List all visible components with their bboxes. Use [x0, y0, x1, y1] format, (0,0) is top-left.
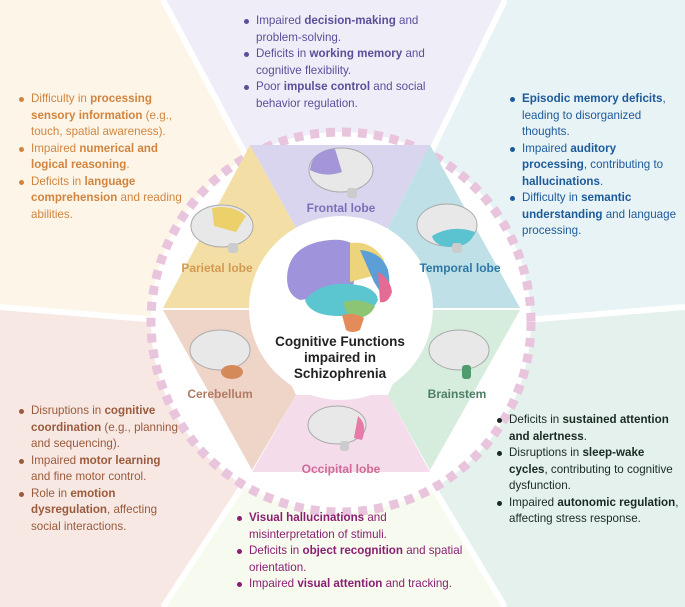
temporal-panel: Episodic memory deficits, leading to dis…: [509, 91, 679, 240]
bullet-text: Disruptions in: [31, 404, 105, 417]
temporal-bullet-list: Episodic memory deficits, leading to dis…: [509, 91, 679, 240]
bullet-text: , leading to disorganized thoughts.: [522, 92, 666, 138]
bullet-bold-text: autonomic regulation: [557, 495, 676, 509]
cerebellum-bullet-list: Disruptions in cognitive coordination (e…: [18, 403, 183, 535]
bullet-bold-text: sleep-wake cycles: [509, 446, 645, 476]
brainstem-label: Brainstem: [427, 387, 487, 401]
bullet-text: and misinterpretation of stimuli.: [249, 511, 387, 541]
bullet-bold-text: sustained attention and alertness: [509, 413, 669, 443]
bullet-bold-text: emotion dysregulation: [31, 486, 116, 517]
bullet-text: Difficulty in: [31, 92, 91, 105]
bullet-text: Poor: [256, 80, 284, 93]
brainstem-bullet-item: Deficits in sustained attention and aler…: [496, 412, 681, 445]
frontal-bullet-item: Deficits in working memory and cognitive…: [243, 46, 463, 79]
bullet-bold-text: language comprehension: [31, 174, 136, 205]
parietal-panel: Difficulty in processing sensory informa…: [18, 91, 183, 223]
frontal-bullet-item: Impaired decision-making and problem-sol…: [243, 13, 463, 46]
parietal-bullet-item: Deficits in language comprehension and r…: [18, 174, 183, 224]
bullet-text: Impaired: [31, 453, 80, 467]
bullet-text: and social behavior regulation.: [256, 80, 426, 110]
bullet-text: and cognitive flexibility.: [256, 47, 425, 77]
temporal-lobe-label: Temporal lobe: [419, 261, 501, 275]
cerebellum-panel: Disruptions in cognitive coordination (e…: [18, 403, 183, 535]
cerebellum-label: Cerebellum: [187, 387, 253, 401]
bullet-text: , affecting social interactions.: [31, 503, 158, 533]
bullet-bold-text: object recognition: [302, 544, 403, 557]
bullet-text: Impaired: [509, 495, 558, 509]
bullet-bold-text: cognitive coordination: [31, 404, 156, 434]
brainstem-bullet-item: Disruptions in sleep-wake cycles, contri…: [496, 445, 681, 495]
temporal-brain-icon: [416, 203, 478, 253]
parietal-lobe-label: Parietal lobe: [181, 261, 253, 275]
parietal-bullet-list: Difficulty in processing sensory informa…: [18, 91, 183, 223]
brainstem-bullet-list: Deficits in sustained attention and aler…: [496, 412, 681, 528]
bullet-bold-text: motor learning: [79, 453, 161, 467]
occipital-bullet-item: Visual hallucinations and misinterpretat…: [236, 510, 466, 543]
bullet-text: , contributing to cognitive dysfunction.: [509, 462, 673, 493]
bullet-text: and language processing.: [522, 207, 677, 238]
parietal-brain-icon: [190, 204, 254, 253]
bullet-text: Deficits in: [256, 47, 310, 60]
bullet-text: Impaired: [522, 141, 571, 155]
bullet-text: , contributing to: [583, 158, 664, 171]
bullet-bold-text: semantic understanding: [522, 191, 632, 221]
bullet-bold-text: decision-making: [304, 14, 396, 27]
frontal-lobe-label: Frontal lobe: [306, 201, 376, 215]
bullet-text: and problem-solving.: [256, 14, 419, 44]
bullet-text: (e.g., touch, spatial awareness).: [31, 108, 173, 139]
cerebellum-brain-icon: [189, 329, 251, 379]
bullet-text: Role in: [31, 486, 71, 500]
brainstem-panel: Deficits in sustained attention and aler…: [496, 412, 681, 528]
bullet-bold-text: processing sensory information: [31, 92, 152, 122]
occipital-brain-icon: [307, 405, 367, 451]
bullet-bold-text: working memory: [309, 47, 403, 60]
bullet-text: and fine motor control.: [31, 470, 147, 483]
bullet-text: Impaired: [31, 141, 80, 155]
occipital-panel: Visual hallucinations and misinterpretat…: [236, 510, 466, 593]
temporal-bullet-item: Episodic memory deficits, leading to dis…: [509, 91, 679, 141]
occipital-bullet-item: Deficits in object recognition and spati…: [236, 543, 466, 576]
bullet-text: .: [599, 174, 604, 188]
bullet-bold-text: auditory processing: [522, 141, 617, 172]
cerebellum-bullet-item: Disruptions in cognitive coordination (e…: [18, 403, 183, 453]
occipital-bullet-item: Impaired visual attention and tracking.: [236, 576, 466, 593]
bullet-text: Deficits in: [31, 174, 85, 188]
temporal-bullet-item: Impaired auditory processing, contributi…: [509, 141, 679, 191]
cerebellum-bullet-item: Role in emotion dysregulation, affecting…: [18, 486, 183, 536]
temporal-bullet-item: Difficulty in semantic understanding and…: [509, 190, 679, 240]
parietal-bullet-item: Difficulty in processing sensory informa…: [18, 91, 183, 141]
bullet-bold-text: hallucinations: [522, 174, 600, 188]
bullet-bold-text: visual attention: [297, 577, 383, 590]
parietal-bullet-item: Impaired numerical and logical reasoning…: [18, 141, 183, 174]
center-title: Cognitive Functions impaired in Schizoph…: [275, 334, 405, 381]
brainstem-brain-icon: [428, 329, 490, 379]
bullet-text: Deficits in: [509, 413, 563, 426]
occipital-bullet-list: Visual hallucinations and misinterpretat…: [236, 510, 466, 593]
bullet-bold-text: Episodic memory deficits: [522, 92, 663, 105]
frontal-brain-icon: [308, 147, 374, 198]
bullet-text: .: [583, 429, 587, 443]
bullet-text: Difficulty in: [522, 191, 582, 204]
bullet-text: and tracking.: [382, 577, 452, 590]
frontal-bullet-list: Impaired decision-making and problem-sol…: [243, 13, 463, 112]
bullet-text: and spatial orientation.: [249, 544, 463, 574]
frontal-bullet-item: Poor impulse control and social behavior…: [243, 79, 463, 112]
central-brain-illustration: [287, 239, 392, 332]
cerebellum-bullet-item: Impaired motor learning and fine motor c…: [18, 453, 183, 486]
bullet-text: Deficits in: [249, 544, 303, 557]
bullet-text: , affecting stress response.: [509, 495, 679, 526]
bullet-text: (e.g., planning and sequencing).: [31, 420, 178, 451]
bullet-bold-text: numerical and logical reasoning: [31, 141, 158, 172]
bullet-bold-text: impulse control: [283, 80, 371, 93]
brainstem-bullet-item: Impaired autonomic regulation, affecting…: [496, 495, 681, 528]
frontal-panel: Impaired decision-making and problem-sol…: [243, 13, 463, 112]
bullet-bold-text: Visual hallucinations: [249, 511, 365, 524]
bullet-text: Impaired: [249, 577, 298, 590]
bullet-text: Disruptions in: [509, 446, 583, 459]
bullet-text: and reading abilities.: [31, 191, 182, 221]
bullet-text: .: [126, 158, 130, 171]
bullet-text: Impaired: [256, 14, 305, 27]
occipital-lobe-label: Occipital lobe: [301, 462, 381, 476]
